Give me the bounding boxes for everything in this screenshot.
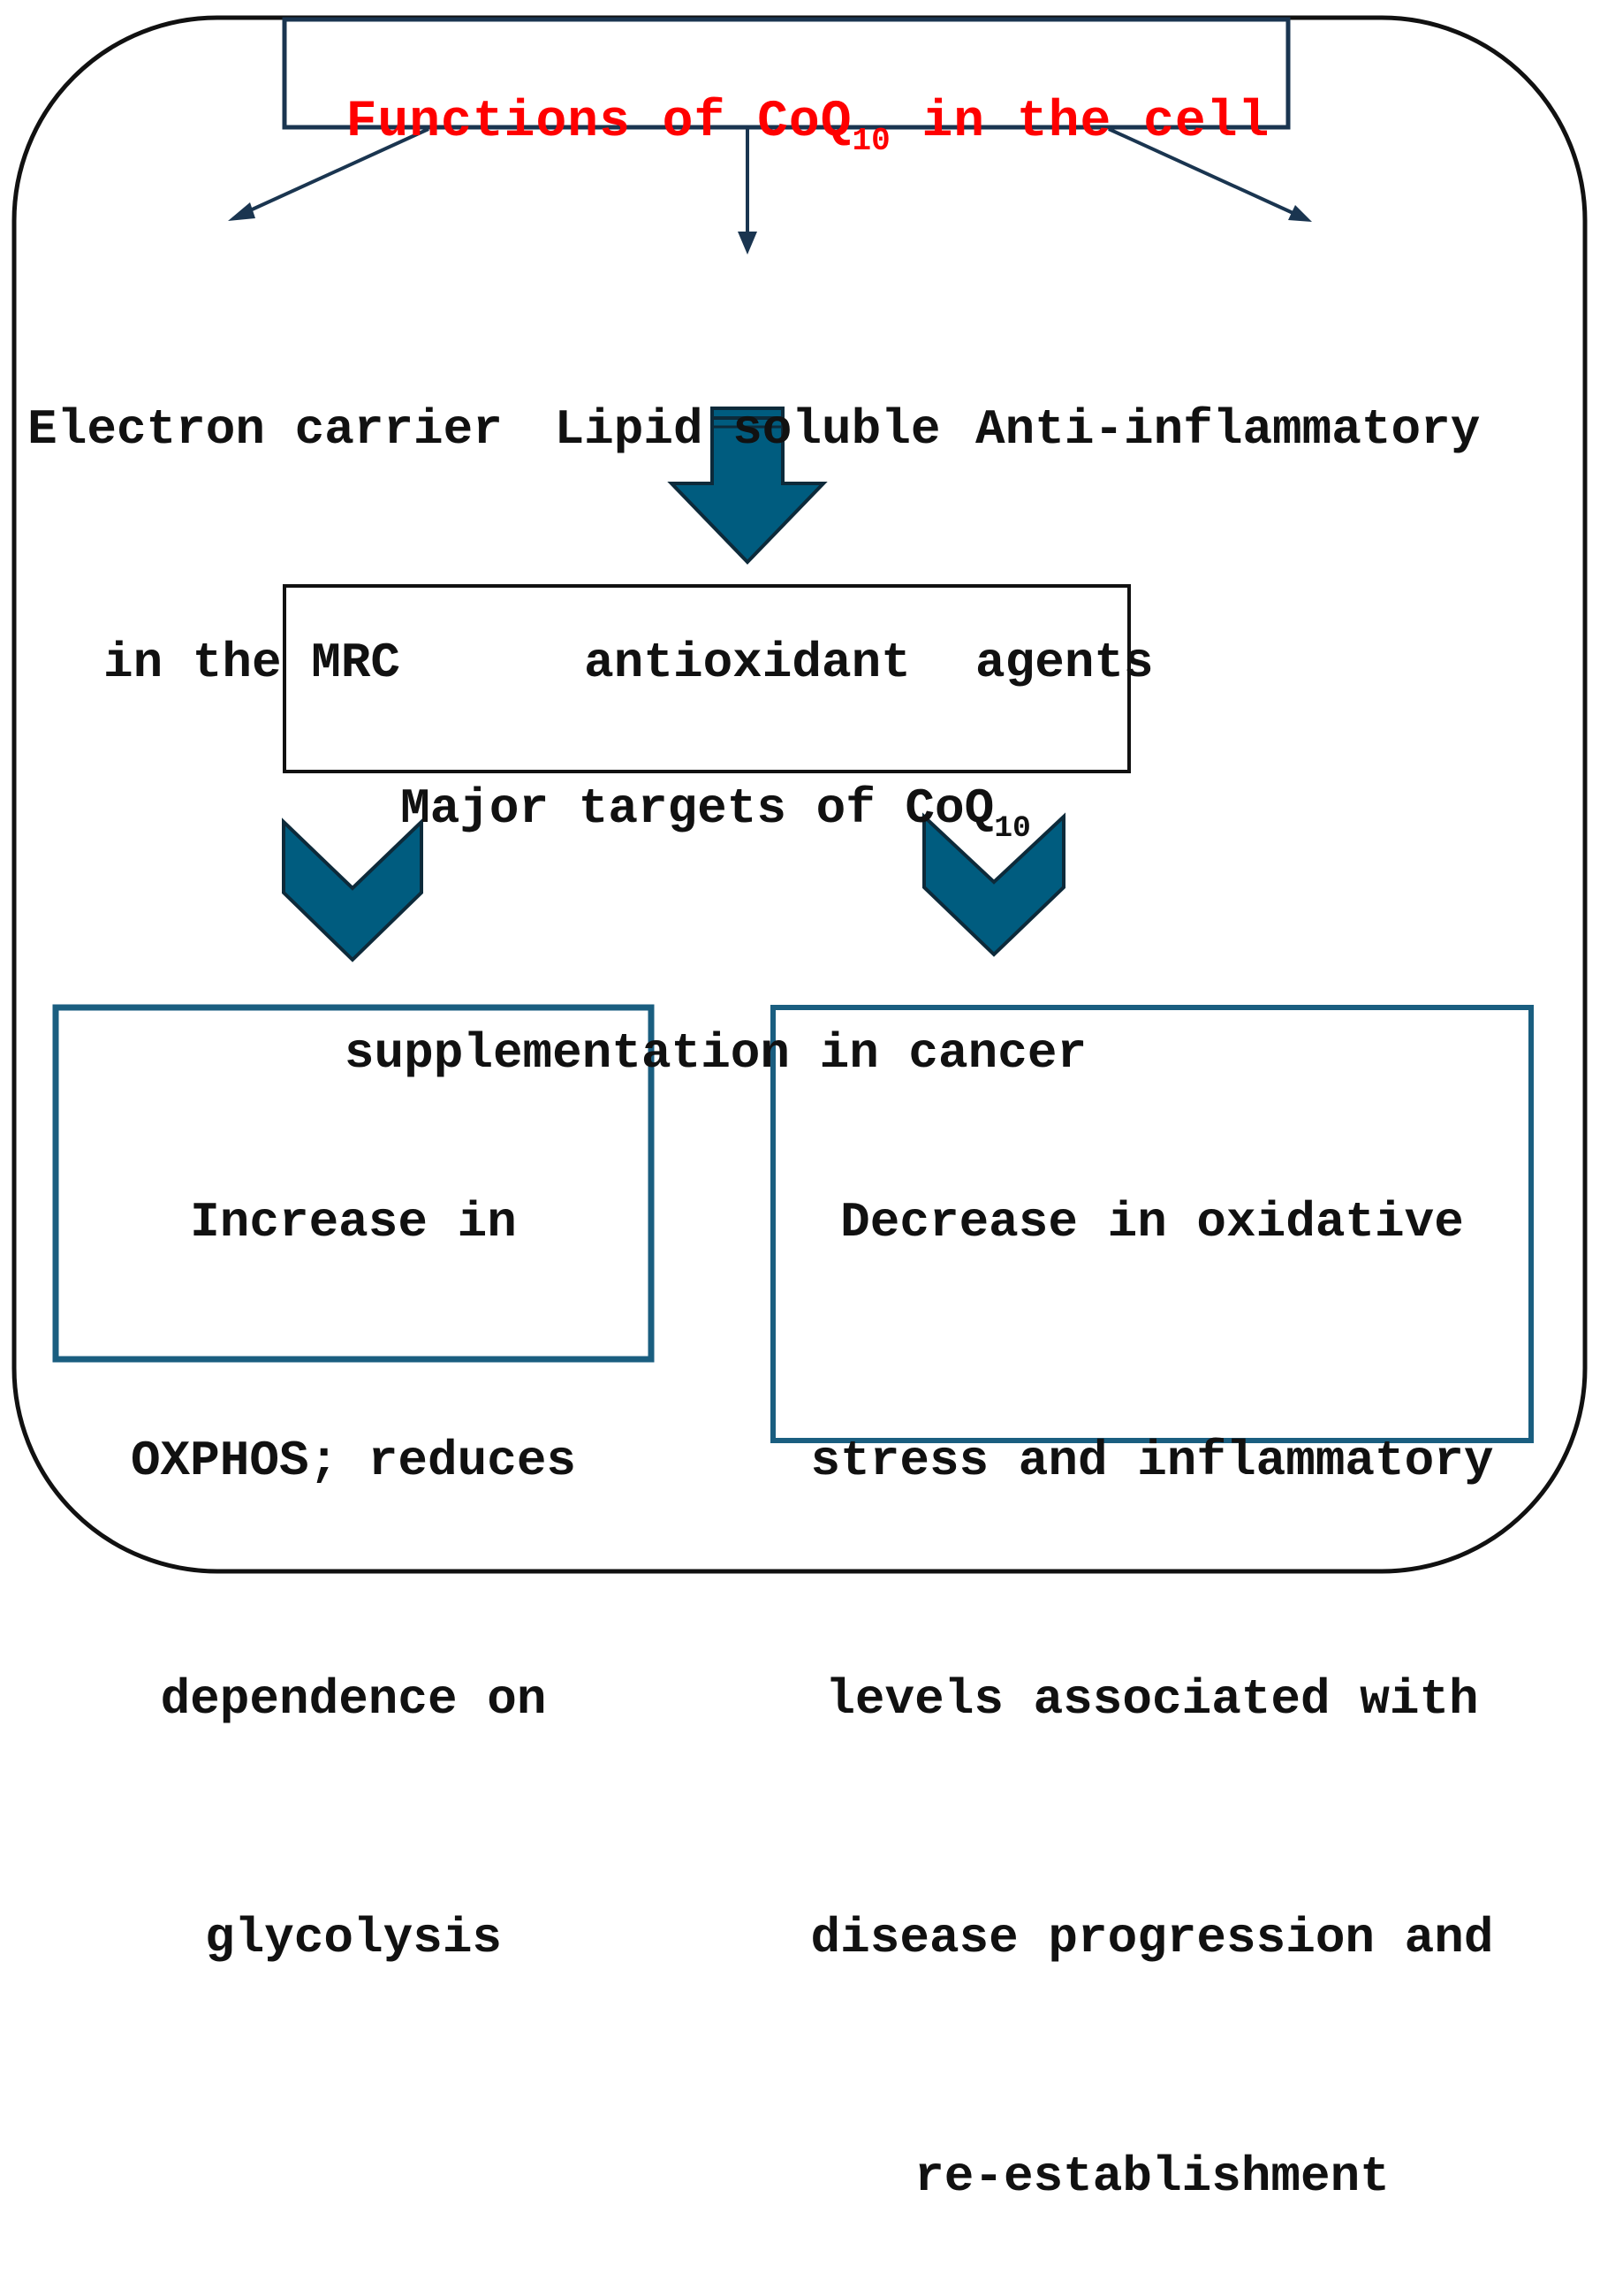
thin-arrow-center [738, 129, 757, 255]
thin-arrow-left [228, 127, 429, 221]
title-text: Functions of CoQ [345, 94, 853, 151]
outcome-right-line: re-establishment [914, 2148, 1390, 2205]
outcome-right-line: stress and inflammatory [810, 1433, 1494, 1489]
outcome-right-text: Decrease in oxidative stress and inflamm… [785, 1023, 1520, 2296]
function-electron-carrier: Electron carrier in the MRC [18, 235, 512, 779]
outcome-box-right [770, 1005, 1534, 1443]
target-line2: supplementation in cancer [344, 1025, 1088, 1082]
function-lipid-antioxidant-line1: Lipid soluble [554, 401, 941, 458]
big-down-arrow [667, 407, 828, 565]
function-lipid-antioxidant-line2: antioxidant [584, 635, 911, 691]
title-subscript: 10 [852, 123, 891, 160]
chevron-right [922, 812, 1065, 957]
title-suffix: in the cell [890, 94, 1270, 151]
outcome-left-line: OXPHOS; reduces [130, 1433, 577, 1489]
outcome-right-line: Decrease in oxidative [840, 1194, 1464, 1251]
target-box [283, 584, 1131, 773]
target-line1-subscript: 10 [994, 810, 1031, 846]
function-lipid-antioxidant: Lipid soluble antioxidant [546, 235, 949, 779]
function-anti-inflammatory-line1: Anti-inflammatory [975, 401, 1481, 458]
target-line1-text: Major targets of CoQ [400, 780, 995, 837]
outcome-left-text: Increase in OXPHOS; reduces dependence o… [71, 1023, 636, 2057]
target-label: Major targets of CoQ10 supplementation i… [292, 610, 1140, 1173]
outcome-right-line: levels associated with [825, 1671, 1479, 1728]
outcome-left-line: glycolysis [204, 1910, 503, 1966]
diagram-canvas [11, 15, 1588, 1574]
function-electron-carrier-line2: in the MRC [102, 635, 401, 691]
outcome-left-line: Increase in [190, 1194, 517, 1251]
function-anti-inflammatory: Anti-inflammatory agents [975, 235, 1505, 779]
function-electron-carrier-line1: Electron carrier [27, 401, 503, 458]
chevron-left [282, 817, 423, 962]
outcome-box-left [52, 1004, 655, 1363]
target-line1: Major targets of CoQ10 [292, 769, 1140, 855]
thin-arrow-right [1108, 127, 1312, 222]
title-box [282, 17, 1291, 130]
page-title: Functions of CoQ10 in the cell [283, 46, 1272, 157]
outcome-left-line: dependence on [160, 1671, 547, 1728]
function-anti-inflammatory-line2: agents [975, 635, 1154, 691]
outcome-right-line: disease progression and [810, 1910, 1494, 1966]
